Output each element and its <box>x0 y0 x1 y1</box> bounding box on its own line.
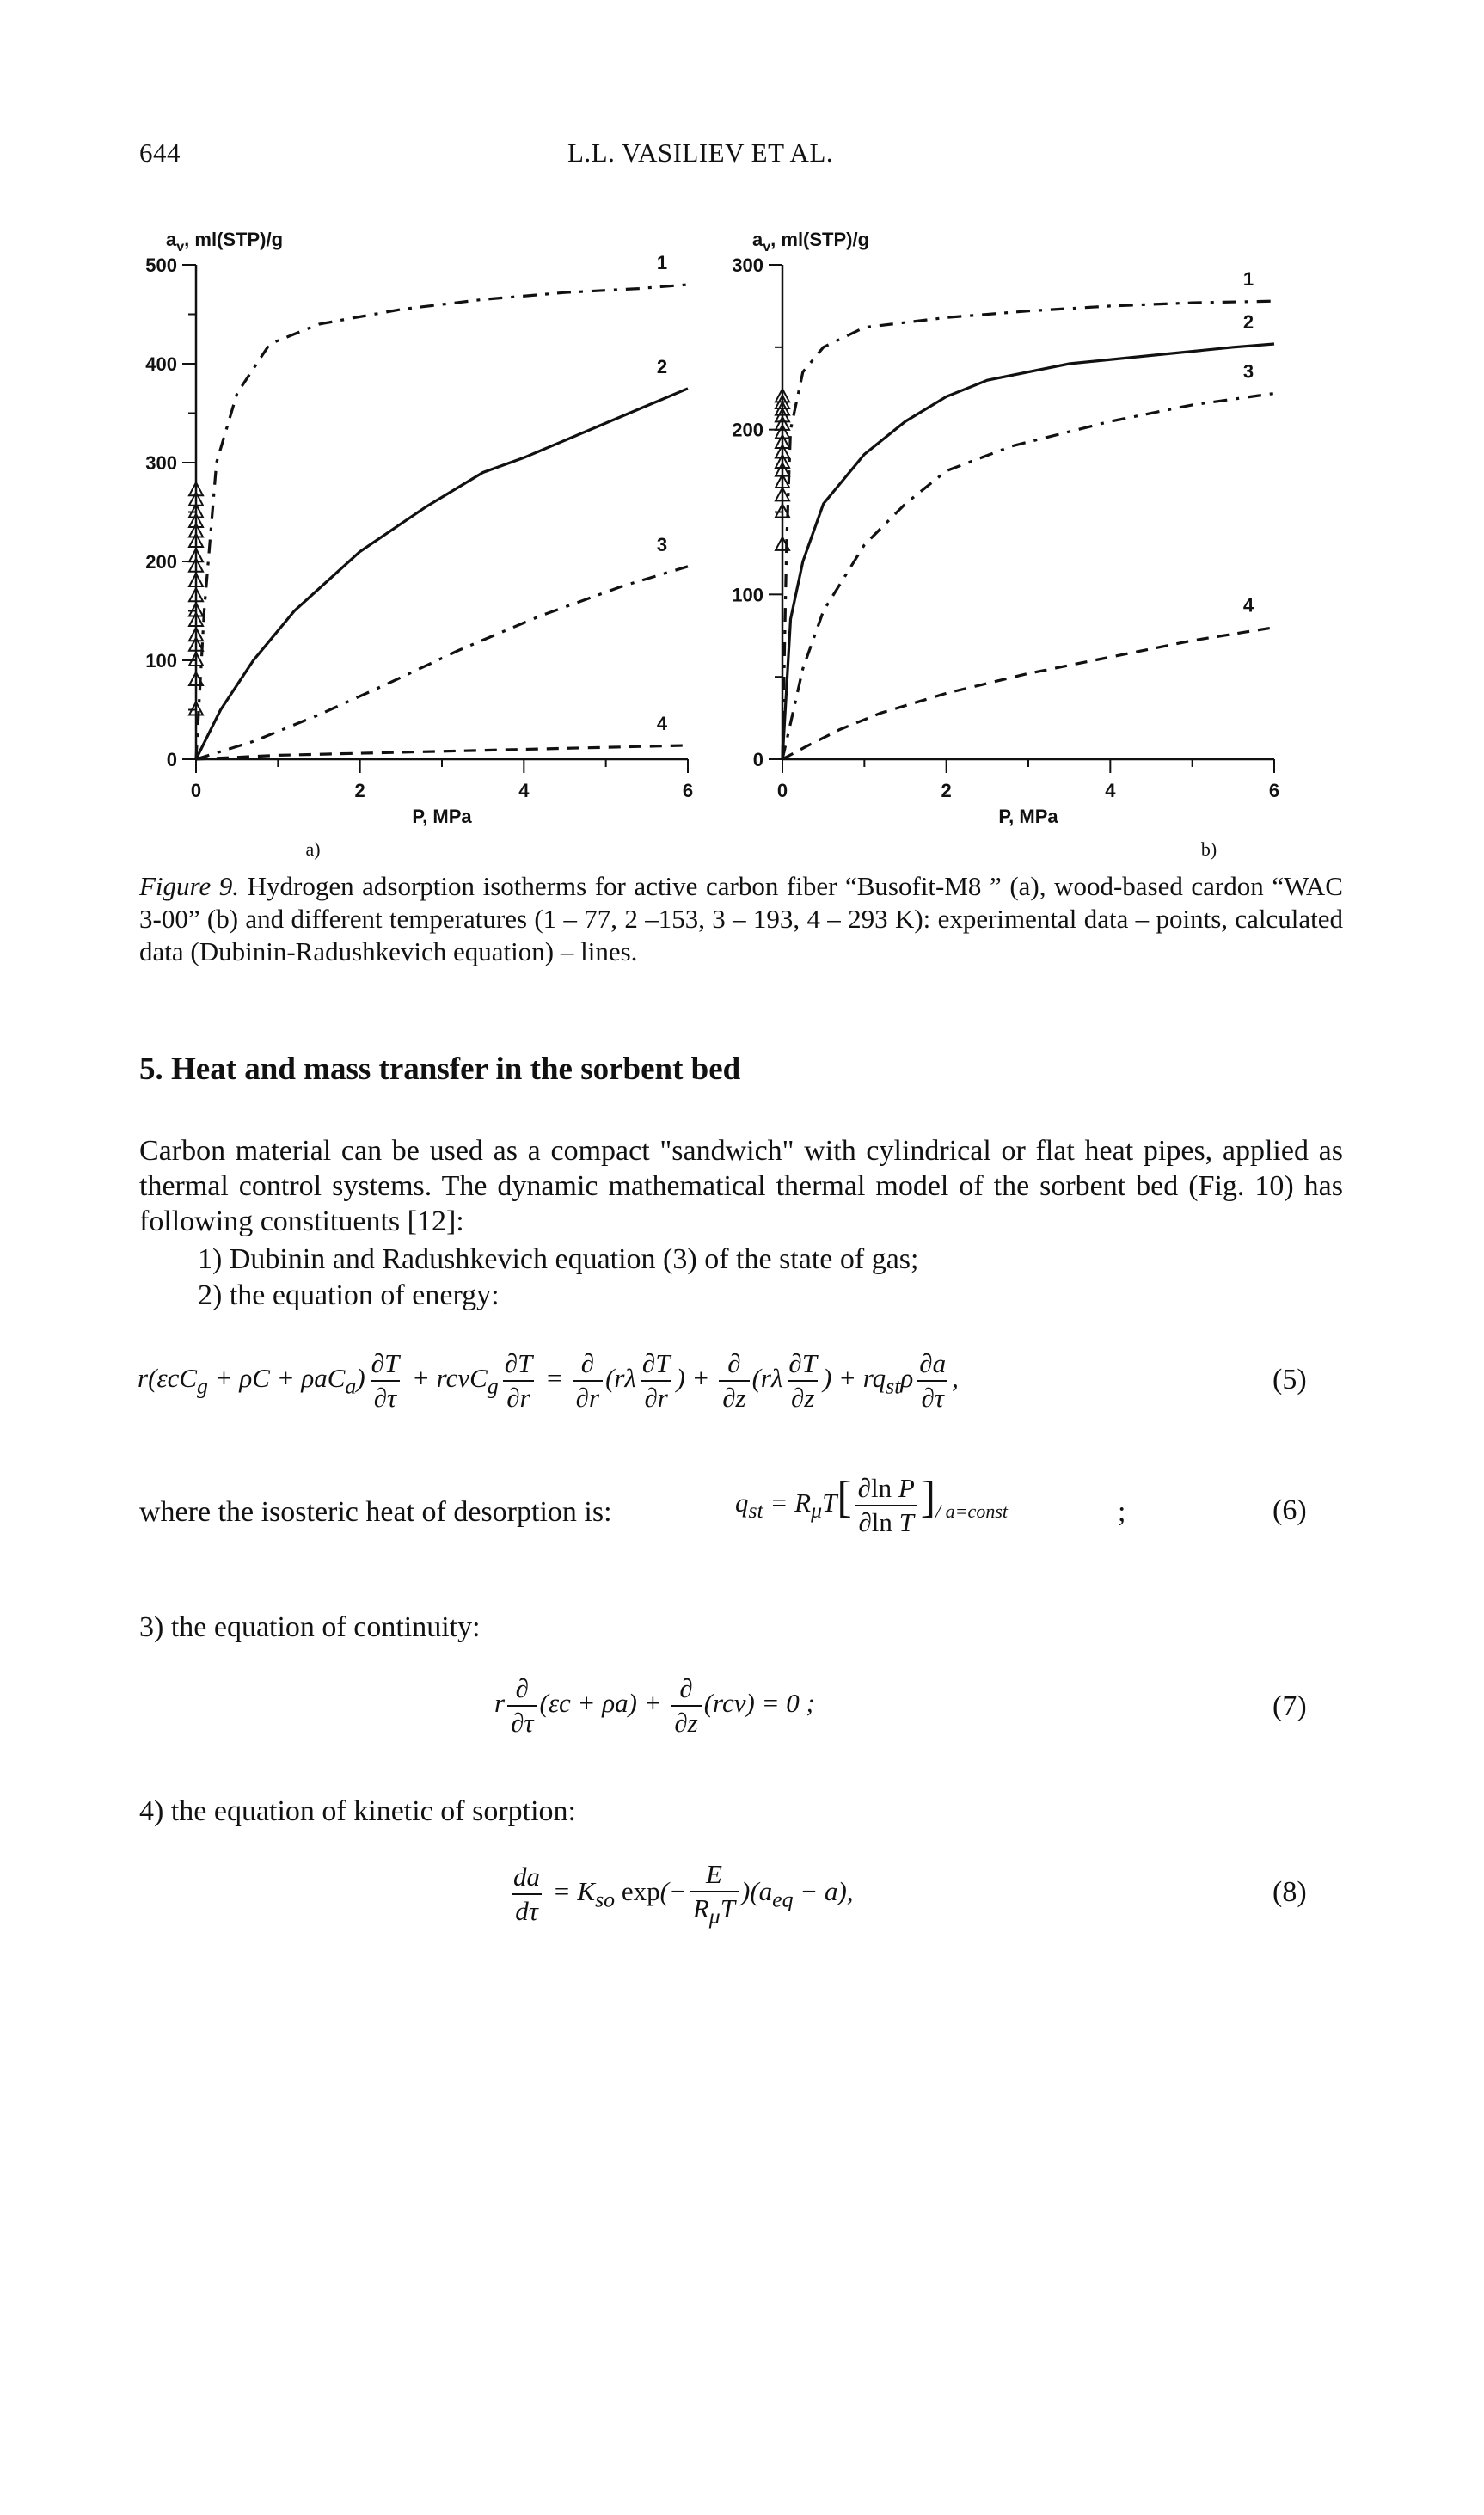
figure-caption-text: Hydrogen adsorption isotherms for active… <box>139 871 1343 966</box>
y-tick-label: 300 <box>732 255 763 276</box>
data-point <box>187 522 205 538</box>
data-point <box>187 531 205 548</box>
equation-number-6: (6) <box>1272 1494 1307 1526</box>
data-point <box>774 502 791 518</box>
y-tick-label: 100 <box>732 584 763 605</box>
series-label-2: 2 <box>1243 311 1254 333</box>
y-axis-label: av, ml(STP)/g <box>752 229 869 255</box>
chart-b: av, ml(STP)/g 0 100 200 300 0 2 4 6 P, MPa b) 1 2 3 4 <box>732 229 1279 860</box>
panel-label: b) <box>1201 838 1217 860</box>
data-point <box>187 556 205 573</box>
data-point <box>187 626 205 642</box>
list-item-1: 1) Dubinin and Radushkevich equation (3)… <box>198 1243 919 1275</box>
data-point <box>774 452 791 469</box>
running-title: L.L. VASILIEV ET AL. <box>567 138 834 168</box>
series-label-2: 2 <box>657 356 667 377</box>
data-point <box>774 387 791 403</box>
equation-energy: r(εcCg + ρC + ρaCa)∂T∂τ + rcvCg∂T∂r = ∂∂… <box>138 1348 959 1413</box>
y-tick-label: 0 <box>753 749 763 770</box>
isosteric-intro: where the isosteric heat of desorption i… <box>139 1496 612 1528</box>
series-label-3: 3 <box>657 534 667 555</box>
data-point <box>187 670 205 686</box>
equation-number-7: (7) <box>1272 1690 1307 1722</box>
data-point <box>187 610 205 627</box>
data-point <box>187 512 205 528</box>
intro-paragraph: Carbon material can be used as a compact… <box>139 1135 1343 1237</box>
x-tick-label: 4 <box>518 780 530 801</box>
equation-number-5: (5) <box>1272 1364 1307 1396</box>
y-tick-label: 300 <box>145 452 177 474</box>
data-point <box>774 432 791 449</box>
list-item-4: 4) the equation of kinetic of sorption: <box>139 1795 576 1827</box>
figure-caption: Figure 9. Hydrogen adsorption isotherms … <box>139 870 1343 968</box>
equation-isosteric-heat: qst = RμT[∂ln P∂ln T]/ a=const <box>735 1472 1008 1537</box>
data-point <box>774 486 791 502</box>
equation-continuity: r∂∂τ(εc + ρa) + ∂∂z(rcv) = 0 ; <box>494 1673 815 1738</box>
y-tick-label: 200 <box>732 420 763 441</box>
series-line-3 <box>195 565 689 761</box>
data-point <box>187 635 205 652</box>
series-line-4 <box>195 744 689 761</box>
data-point <box>187 700 205 716</box>
series-label-1: 1 <box>1243 268 1254 290</box>
series-line-3 <box>781 391 1275 760</box>
data-point <box>187 547 205 563</box>
series-line-1 <box>781 299 1275 760</box>
y-axis-label: av, ml(STP)/g <box>166 229 283 255</box>
data-point <box>187 601 205 617</box>
x-tick-label: 0 <box>777 780 788 801</box>
series-line-4 <box>782 626 1275 761</box>
y-tick-label: 400 <box>145 353 177 375</box>
data-point <box>774 423 791 439</box>
data-point <box>774 414 791 431</box>
series-label-4: 4 <box>657 713 668 734</box>
list-item-2: 2) the equation of energy: <box>198 1279 500 1311</box>
series-line-2 <box>781 342 1275 760</box>
series-line-1 <box>194 283 689 760</box>
data-point <box>187 490 205 506</box>
data-point <box>774 461 791 477</box>
semicolon: ; <box>1118 1496 1126 1528</box>
page-number: 644 <box>139 138 181 168</box>
series-label-3: 3 <box>1243 361 1254 383</box>
y-tick-label: 100 <box>145 650 177 672</box>
data-point <box>774 443 791 459</box>
series-line-2 <box>194 387 689 760</box>
data-point <box>187 502 205 518</box>
x-axis-label: P, MPa <box>998 806 1058 827</box>
data-point <box>187 571 205 587</box>
list-item-3: 3) the equation of continuity: <box>139 1611 481 1643</box>
data-point <box>187 650 205 666</box>
data-point <box>187 481 205 497</box>
x-axis-label: P, MPa <box>412 806 472 827</box>
series-label-1: 1 <box>657 252 667 273</box>
series-label-4: 4 <box>1243 595 1254 616</box>
chart-a: av, ml(STP)/g 0 100 200 300 400 500 0 2 4 6 P, MPa a… <box>145 229 693 860</box>
x-tick-label: 0 <box>191 780 201 801</box>
x-tick-label: 2 <box>941 780 952 801</box>
figure-label: Figure 9. <box>139 871 240 901</box>
equation-number-8: (8) <box>1272 1876 1307 1908</box>
y-tick-label: 200 <box>145 551 177 573</box>
x-tick-label: 6 <box>683 780 693 801</box>
y-tick-label: 500 <box>145 255 177 276</box>
section-heading: 5. Heat and mass transfer in the sorbent… <box>139 1052 741 1087</box>
data-point <box>774 535 791 551</box>
data-point <box>774 472 791 488</box>
panel-label: a) <box>305 838 320 860</box>
x-tick-label: 2 <box>355 780 365 801</box>
x-tick-label: 4 <box>1105 780 1116 801</box>
y-tick-label: 0 <box>167 749 177 770</box>
data-point <box>187 586 205 603</box>
x-tick-label: 6 <box>1269 780 1279 801</box>
